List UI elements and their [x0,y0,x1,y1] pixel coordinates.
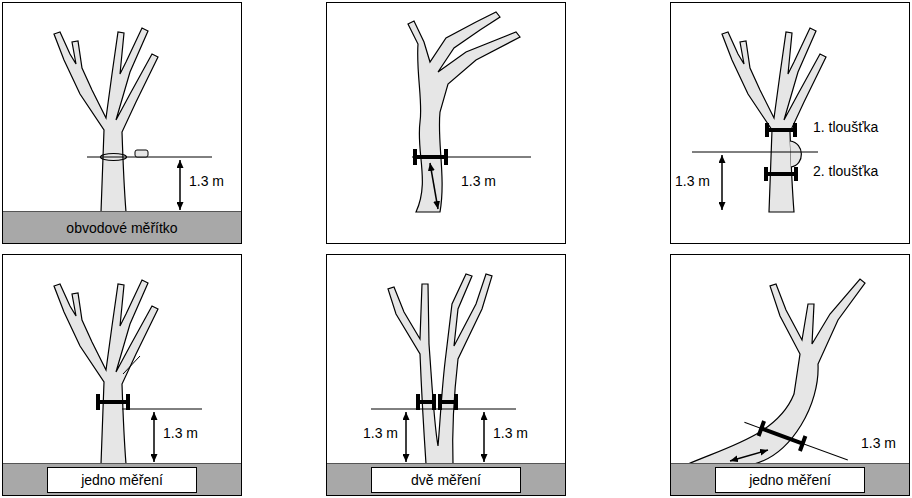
ground-band: jedno měření [671,463,909,495]
dimension-label: 1.3 m [189,173,224,189]
tree-figure [408,12,531,212]
tree-figure [692,28,826,212]
method-label: jedno měření [47,467,197,493]
dimension-label: 2. tloušťka [813,163,878,179]
measurement-panel: 1.3 m jedno měření [2,254,242,496]
measurement-panel: 1. tloušťka 2. tloušťka 1.3 m [670,2,910,244]
tree-figure [54,28,212,212]
ground-band: obvodové měřítko [3,211,241,243]
dimension-label: 1.3 m [363,425,398,441]
ground-band: dvě měření [327,463,565,495]
measurement-panel: 1.3 m jedno měření [670,254,910,496]
dimension-label: 1.3 m [163,425,198,441]
dimension-label: 1.3 m [461,173,496,189]
dimension-label: 1. tloušťka [813,119,878,135]
measurement-panel: 1.3 m [326,2,566,244]
measurement-panel: 1.3 m obvodové měřítko [2,2,242,244]
ground-band: jedno měření [3,463,241,495]
dimension-label: 1.3 m [675,173,710,189]
method-label: jedno měření [715,467,865,493]
tree-figure [54,280,202,464]
dimension-label: 1.3 m [861,435,896,451]
dimension-label: 1.3 m [493,425,528,441]
tree-figure [688,279,865,467]
method-label: obvodové měřítko [66,220,177,236]
measurement-panel: 1.3 m 1.3 m dvě měření [326,254,566,496]
method-label: dvě měření [371,467,521,493]
